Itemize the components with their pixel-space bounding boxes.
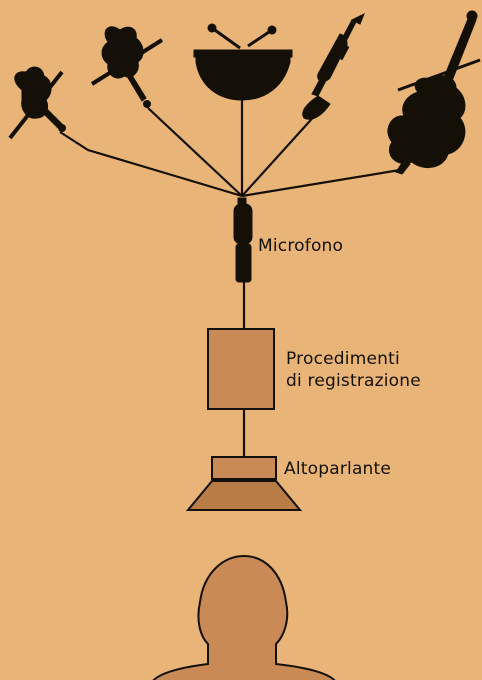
cable-violin xyxy=(59,131,243,198)
cable-viola xyxy=(147,107,243,197)
listener-silhouette xyxy=(152,554,336,680)
cable-trumpet xyxy=(241,111,319,197)
cables xyxy=(59,100,401,456)
trumpet-icon xyxy=(302,12,365,120)
violin-icon xyxy=(8,66,66,140)
loudspeaker-label: Altoparlante xyxy=(284,459,392,479)
cable-cello xyxy=(241,168,401,198)
kettledrum-icon xyxy=(193,23,293,101)
recording-process-label: Procedimenti di registrazione xyxy=(286,348,421,392)
microphone-icon xyxy=(233,197,253,283)
cello-icon xyxy=(387,10,481,175)
recording-process-label-line2: di registrazione xyxy=(286,371,421,391)
loudspeaker-icon xyxy=(185,456,303,511)
recording-process-box xyxy=(207,328,275,410)
viola-icon xyxy=(90,26,164,108)
recording-process-label-line1: Procedimenti xyxy=(286,349,400,369)
microphone-label: Microfono xyxy=(258,236,344,256)
